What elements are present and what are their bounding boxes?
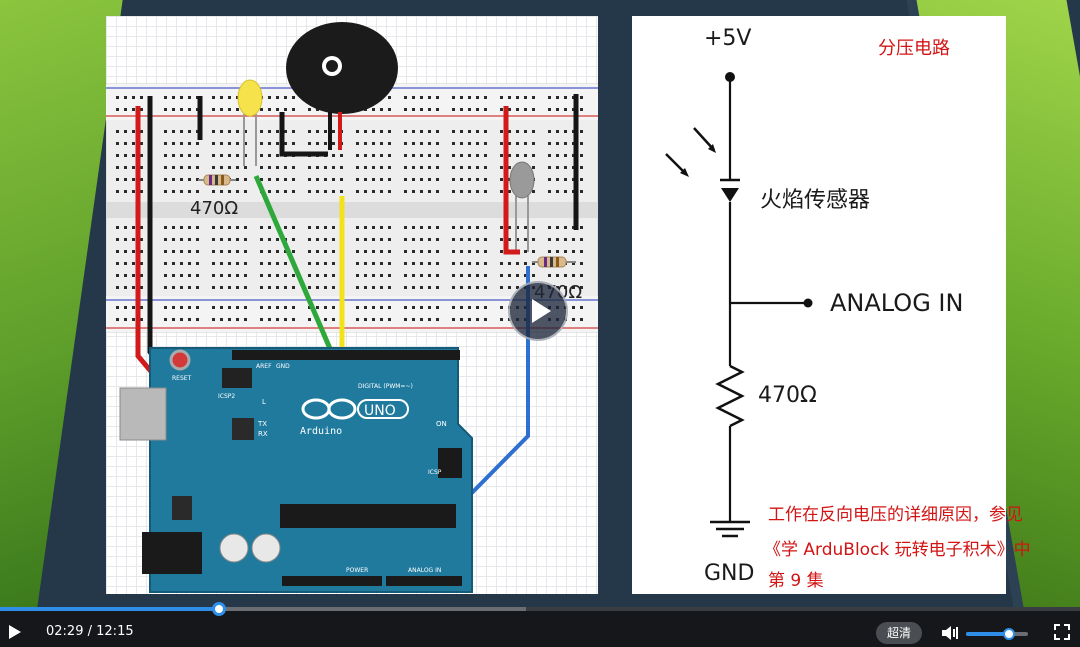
label-reset: RESET: [172, 375, 192, 382]
label-icsp: ICSP: [428, 469, 442, 476]
regulator: [172, 496, 192, 520]
wire-red-right: [503, 106, 520, 255]
total-time: 12:15: [96, 624, 134, 639]
usb-chip: [232, 418, 254, 440]
play-overlay-icon: [532, 299, 551, 323]
slide-decoration-left: [0, 0, 123, 607]
speaker-icon: [942, 626, 958, 640]
video-frame[interactable]: 470Ω 470Ω: [0, 0, 1080, 607]
note-line-3: 第 9 集: [768, 571, 824, 591]
power-header: [282, 576, 382, 586]
digital-header: [232, 350, 460, 360]
board-model: UNO: [364, 403, 396, 419]
supply-label: +5V: [704, 26, 752, 51]
analog-header: [386, 576, 462, 586]
usb-port: [119, 387, 167, 441]
flame-sensor-diode-symbol: [720, 178, 740, 202]
atmega-chip: [280, 504, 456, 528]
flame-sensor: [509, 161, 535, 252]
progress-buffered: [0, 607, 526, 611]
resistor-1-label: 470Ω: [190, 198, 238, 219]
play-button[interactable]: [8, 624, 22, 644]
time-display: 02:29 / 12:15: [46, 624, 134, 639]
board-brand: Arduino: [300, 426, 342, 437]
ground-label: GND: [704, 561, 755, 586]
volume-handle[interactable]: [1003, 628, 1016, 640]
schematic-diagram: +5V 分压电路 火焰传感器 ANALOG IN 470Ω GND 工作在反向电…: [632, 16, 1031, 594]
resistor-label: 470Ω: [758, 383, 817, 408]
note-line-1: 工作在反向电压的详细原因，参见: [768, 505, 1023, 525]
fullscreen-button[interactable]: [1054, 624, 1070, 644]
note-line-2: 《学 ArduBlock 玩转电子积木》中: [764, 540, 1031, 560]
quality-button[interactable]: 超清: [876, 622, 922, 644]
resistor-symbol: [715, 364, 745, 428]
label-gnd: GND: [276, 363, 290, 370]
time-separator: /: [87, 624, 92, 639]
progress-bar[interactable]: [0, 602, 1080, 616]
volume-level: [966, 632, 1010, 636]
label-l: L: [262, 398, 266, 406]
wire-green: [253, 175, 337, 359]
reset-button: [169, 349, 191, 371]
resistor-2: [532, 256, 576, 268]
schematic-svg: [665, 72, 813, 538]
progress-handle[interactable]: [212, 602, 227, 616]
arduino-board: UNO Arduino ICSP2 RESET DIGITAL (PWM=~) …: [119, 347, 473, 593]
breadboard-center-channel: [106, 202, 598, 218]
play-icon: [9, 625, 21, 639]
label-aref: AREF: [256, 363, 272, 370]
label-on: ON: [436, 420, 447, 428]
label-power: POWER: [346, 567, 368, 574]
resistor-1: [198, 174, 236, 186]
fullscreen-icon: [1054, 624, 1070, 640]
light-arrows-icon: [665, 127, 716, 177]
analog-label: ANALOG IN: [830, 289, 964, 317]
label-icsp2: ICSP2: [218, 393, 235, 400]
capacitor-1: [219, 533, 249, 563]
label-tx: TX: [257, 420, 267, 428]
buzzer: [286, 22, 398, 114]
label-digital: DIGITAL (PWM=~): [358, 383, 413, 390]
ground-symbol: [710, 520, 750, 538]
icsp-header: [438, 448, 462, 478]
analog-node: [803, 298, 813, 308]
volume-slider[interactable]: [966, 628, 1028, 640]
label-rx: RX: [258, 430, 268, 438]
wire-black-buzzer: [279, 112, 328, 157]
volume-button[interactable]: [941, 625, 959, 645]
progress-played: [0, 607, 220, 611]
capacitor-2: [251, 533, 281, 563]
yellow-led: [237, 79, 263, 166]
breadboard-svg: 470Ω 470Ω: [106, 22, 598, 593]
label-analog: ANALOG IN: [408, 567, 441, 574]
power-jack: [142, 532, 202, 574]
sensor-label: 火焰传感器: [760, 188, 871, 213]
schematic-title: 分压电路: [878, 38, 950, 59]
play-overlay-button[interactable]: [508, 281, 568, 341]
current-time: 02:29: [46, 624, 84, 639]
arduino-logo: [301, 398, 409, 420]
icsp2-header: [222, 368, 252, 388]
